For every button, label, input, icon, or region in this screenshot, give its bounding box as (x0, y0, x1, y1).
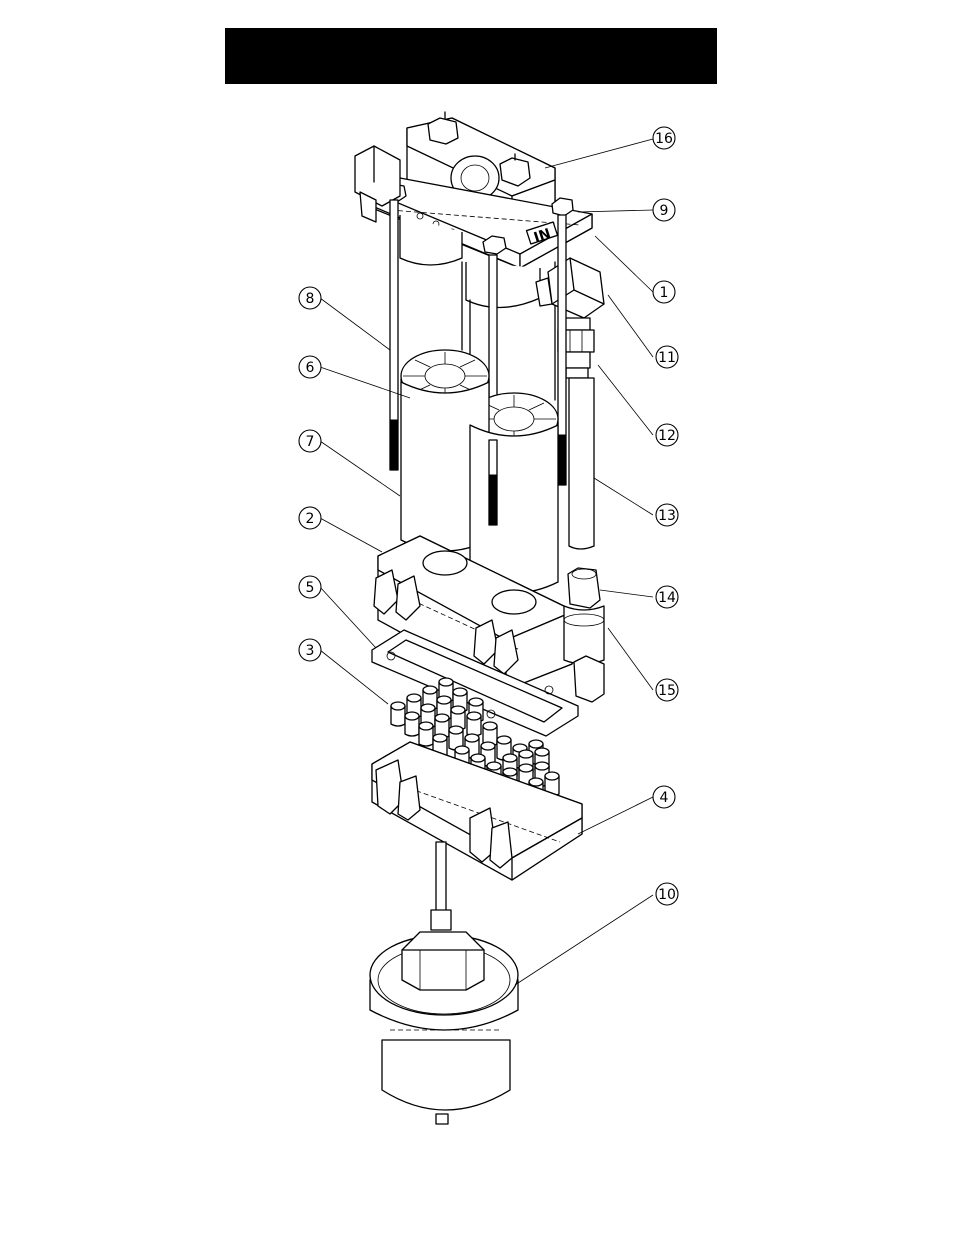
bead-top (465, 734, 479, 742)
bead-top (469, 698, 483, 706)
bead-top (519, 764, 533, 772)
callout-10-number: 10 (658, 887, 676, 903)
callout-2-number: 2 (306, 511, 315, 527)
bead-top (405, 712, 419, 720)
callout-3: 3 (299, 639, 321, 661)
bead-top (439, 678, 453, 686)
bead-top (503, 768, 517, 776)
bead-top (519, 750, 533, 758)
callout-12-number: 12 (658, 428, 676, 444)
part-10-bowl (370, 842, 518, 1124)
callout-3-number: 3 (306, 643, 315, 659)
callout-13-number: 13 (658, 508, 676, 524)
callout-15-number: 15 (658, 683, 676, 699)
bead-top (467, 712, 481, 720)
bead-top (433, 734, 447, 742)
callout-11: 11 (656, 346, 678, 368)
bead-top (391, 702, 405, 710)
bead-top (451, 706, 465, 714)
callout-9: 9 (653, 199, 675, 221)
bead-top (453, 688, 467, 696)
callout-5: 5 (299, 576, 321, 598)
bead-top (545, 772, 559, 780)
callout-1: 1 (653, 281, 675, 303)
callout-4: 4 (653, 786, 675, 808)
callout-12: 12 (656, 424, 678, 446)
part-15-fitting (564, 606, 604, 702)
bead-top (487, 762, 501, 770)
callout-1-number: 1 (660, 285, 669, 301)
bead-top (435, 714, 449, 722)
callout-7-number: 7 (306, 434, 315, 450)
bead-top (535, 748, 549, 756)
callout-2: 2 (299, 507, 321, 529)
bead-top (497, 736, 511, 744)
callout-8: 8 (299, 287, 321, 309)
callout-6: 6 (299, 356, 321, 378)
bead-top (407, 694, 421, 702)
bead-top (535, 762, 549, 770)
bead-top (481, 742, 495, 750)
part-13-hose (569, 378, 594, 549)
bead-top (449, 726, 463, 734)
bead-top (423, 686, 437, 694)
bead-top (421, 704, 435, 712)
bead-top (503, 754, 517, 762)
callout-13: 13 (656, 504, 678, 526)
bead-top (419, 722, 433, 730)
bead-top (529, 740, 543, 748)
callout-4-number: 4 (660, 790, 669, 806)
callout-5-number: 5 (306, 580, 315, 596)
callout-10: 10 (656, 883, 678, 905)
callout-9-number: 9 (660, 203, 669, 219)
bead-top (455, 746, 469, 754)
bead-top (437, 696, 451, 704)
bead-top (483, 722, 497, 730)
bead-top (529, 778, 543, 786)
callout-8-number: 8 (306, 291, 315, 307)
callout-6-number: 6 (306, 360, 315, 376)
callout-14-number: 14 (658, 590, 676, 606)
callout-16-number: 16 (655, 131, 673, 147)
part-11-elbow-fitting (536, 258, 604, 318)
bead-top (471, 754, 485, 762)
part-14-fitting (568, 568, 600, 608)
callout-15: 15 (656, 679, 678, 701)
callout-16: 16 (653, 127, 675, 149)
callout-7: 7 (299, 430, 321, 452)
callout-14: 14 (656, 586, 678, 608)
callout-11-number: 11 (658, 350, 676, 366)
